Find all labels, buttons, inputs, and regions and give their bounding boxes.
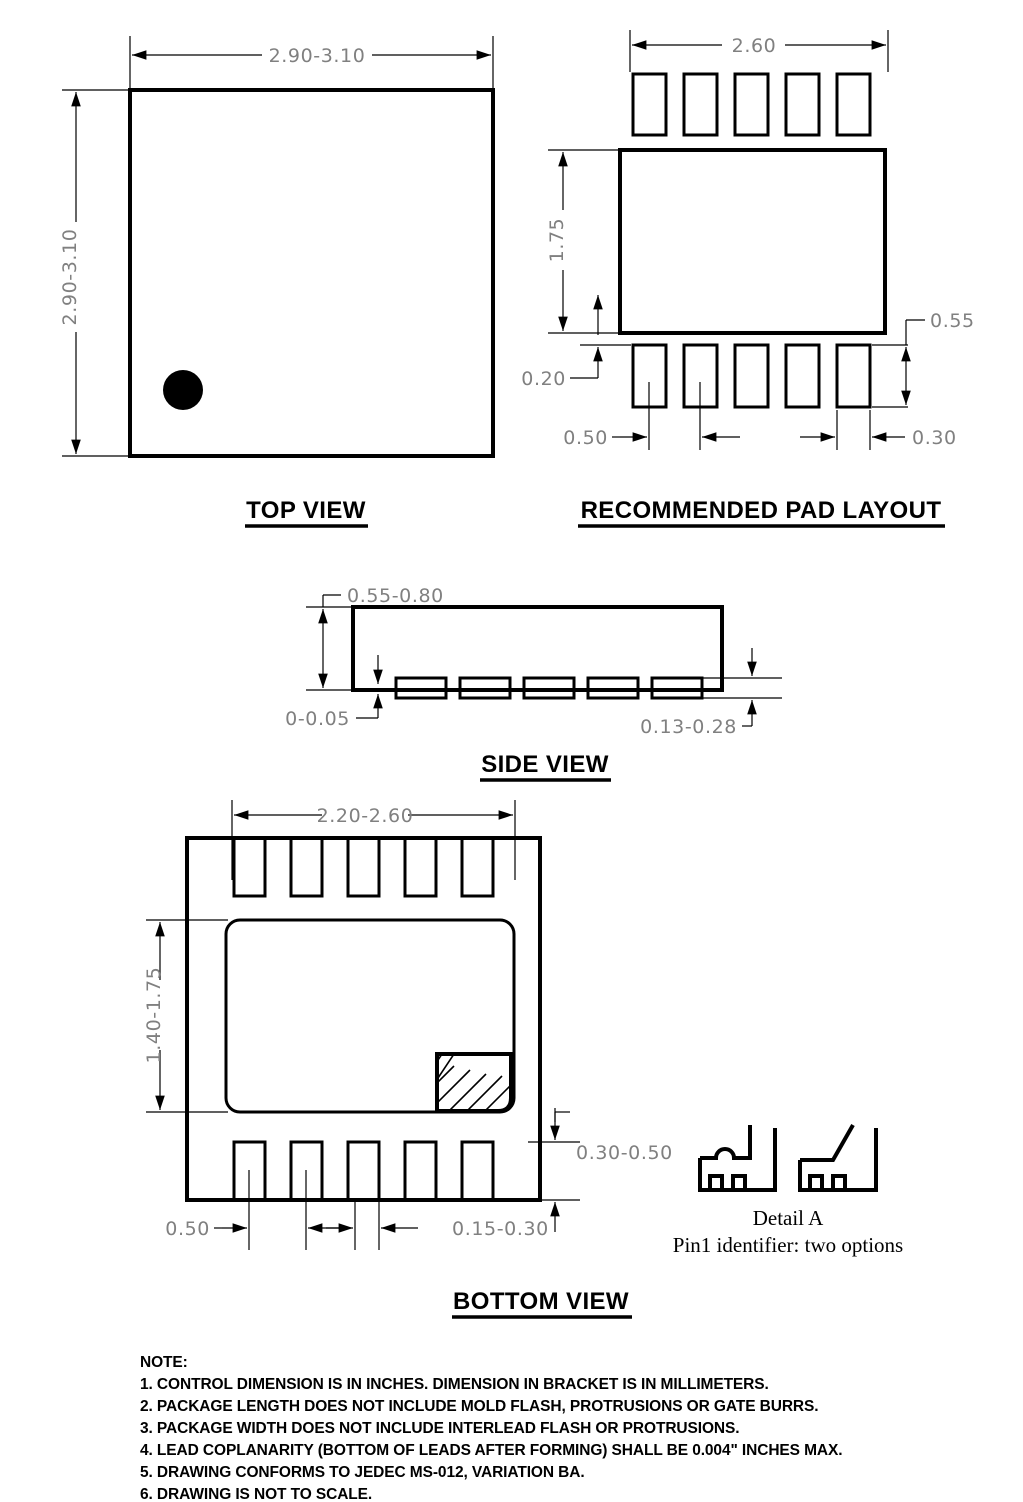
bottom-view-height-dimension: 1.40-1.75 [143,967,165,1064]
detail-a-subtitle: Pin1 identifier: two options [673,1233,903,1257]
side-lead-5 [650,676,704,700]
pin1-option-chamfer-icon [798,1124,878,1192]
pad-bottom-5 [835,343,872,409]
side-lead-2 [458,676,512,700]
pad-layout-gap-dimension: 0.20 [521,368,566,390]
side-view-body-height-dimension: 0.55-0.80 [347,585,444,607]
side-lead-1 [394,676,448,700]
pad-bottom-3 [733,343,770,409]
top-view-label: TOP VIEW [246,497,366,524]
top-view-width-dimension: 2.90-3.10 [269,45,366,67]
top-view-height-dimension: 2.90-3.10 [59,229,81,326]
note-item-5: 5. DRAWING CONFORMS TO JEDEC MS-012, VAR… [140,1464,585,1481]
pad-top-2 [682,72,719,137]
pad-layout-group: 2.60 1.75 0.20 0.55 [521,30,975,528]
pad-layout-pad-width-dimension: 0.30 [912,427,957,449]
side-view-standoff-dimension: 0-0.05 [285,708,350,730]
pin1-option-rounded-icon [698,1125,777,1192]
notes-heading: NOTE: [140,1354,188,1371]
detail-a-group: Detail A Pin1 identifier: two options [673,1124,903,1257]
top-view-body [128,88,495,458]
notes-block: NOTE: 1. CONTROL DIMENSION IS IN INCHES.… [140,1354,843,1502]
side-view-lead-thickness-dimension: 0.13-0.28 [640,716,737,738]
pad-layout-label: RECOMMENDED PAD LAYOUT [581,497,942,524]
note-item-3: 3. PACKAGE WIDTH DOES NOT INCLUDE INTERL… [140,1420,739,1437]
pad-top-5 [835,72,872,137]
side-view-group: 0.55-0.80 0-0.05 0.13-0.28 SIDE VIEW [285,585,782,782]
bottom-view-label: BOTTOM VIEW [453,1288,629,1315]
pad-layout-body-height-dimension: 1.75 [546,218,568,263]
side-view-body [351,605,724,692]
pad-layout-thermal-pad [618,148,887,335]
top-view-group: 2.90-3.10 2.90-3.10 TOP VIEW [59,36,495,528]
bottom-view-thermal-pad [224,918,516,1114]
pad-layout-pad-height-dimension: 0.55 [930,310,975,332]
detail-a-title: Detail A [753,1206,824,1230]
bottom-view-group: 2.20-2.60 [143,800,673,1319]
pad-layout-width-dimension: 2.60 [732,35,777,57]
pin1-hatched-region [435,1052,513,1113]
pad-top-1 [631,72,668,137]
pad-layout-pitch-dimension: 0.50 [563,427,608,449]
pad-top-4 [784,72,821,137]
side-lead-4 [586,676,640,700]
note-item-2: 2. PACKAGE LENGTH DOES NOT INCLUDE MOLD … [140,1398,818,1415]
side-lead-3 [522,676,576,700]
side-view-label: SIDE VIEW [481,751,609,778]
note-item-4: 4. LEAD COPLANARITY (BOTTOM OF LEADS AFT… [140,1442,842,1459]
note-item-1: 1. CONTROL DIMENSION IS IN INCHES. DIMEN… [140,1376,769,1393]
bottom-view-lead-width-dimension: 0.15-0.30 [452,1218,549,1240]
note-item-6: 6. DRAWING IS NOT TO SCALE. [140,1486,372,1502]
bottom-view-width-dimension: 2.20-2.60 [317,805,414,827]
bottom-view-lead-length-dimension: 0.30-0.50 [576,1142,673,1164]
pin1-dot-marker [163,370,203,410]
pad-bottom-4 [784,343,821,409]
bottom-view-pitch-dimension: 0.50 [165,1218,210,1240]
pad-top-3 [733,72,770,137]
